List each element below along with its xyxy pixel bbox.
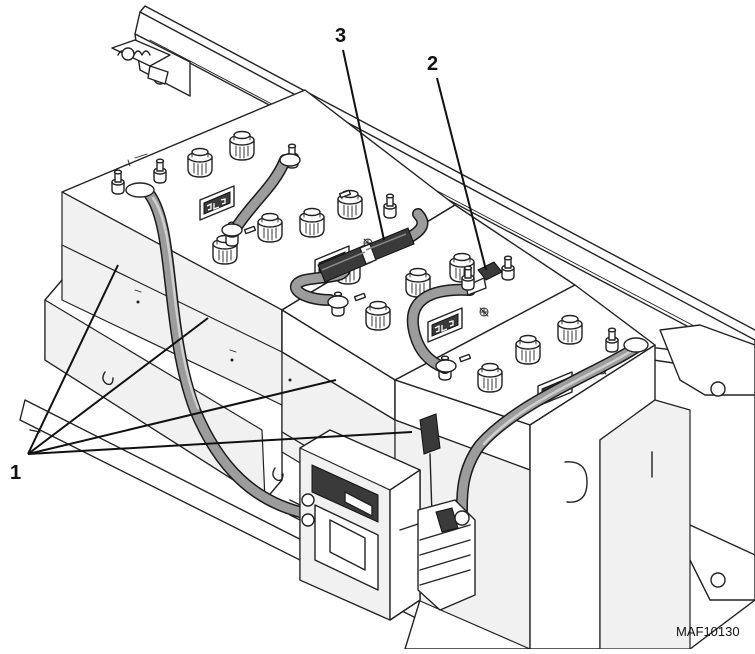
drain-hook-icon: [102, 371, 284, 482]
charger-icon: [289, 429, 431, 621]
connector-icon: [417, 413, 476, 611]
battery-1-top: [111, 130, 299, 265]
callout-1: 1: [10, 462, 21, 484]
battery-terminal-icon: [125, 153, 649, 373]
figure-id: MAF10130: [676, 624, 740, 639]
hold-down-latch: [111, 39, 171, 85]
leader-lines: [27, 49, 487, 455]
battery-3-top: [427, 252, 619, 407]
battery-2-top: [299, 189, 431, 331]
callout-3: 3: [335, 25, 346, 47]
fuse-icon: [317, 227, 415, 283]
callout-2: 2: [427, 53, 438, 75]
